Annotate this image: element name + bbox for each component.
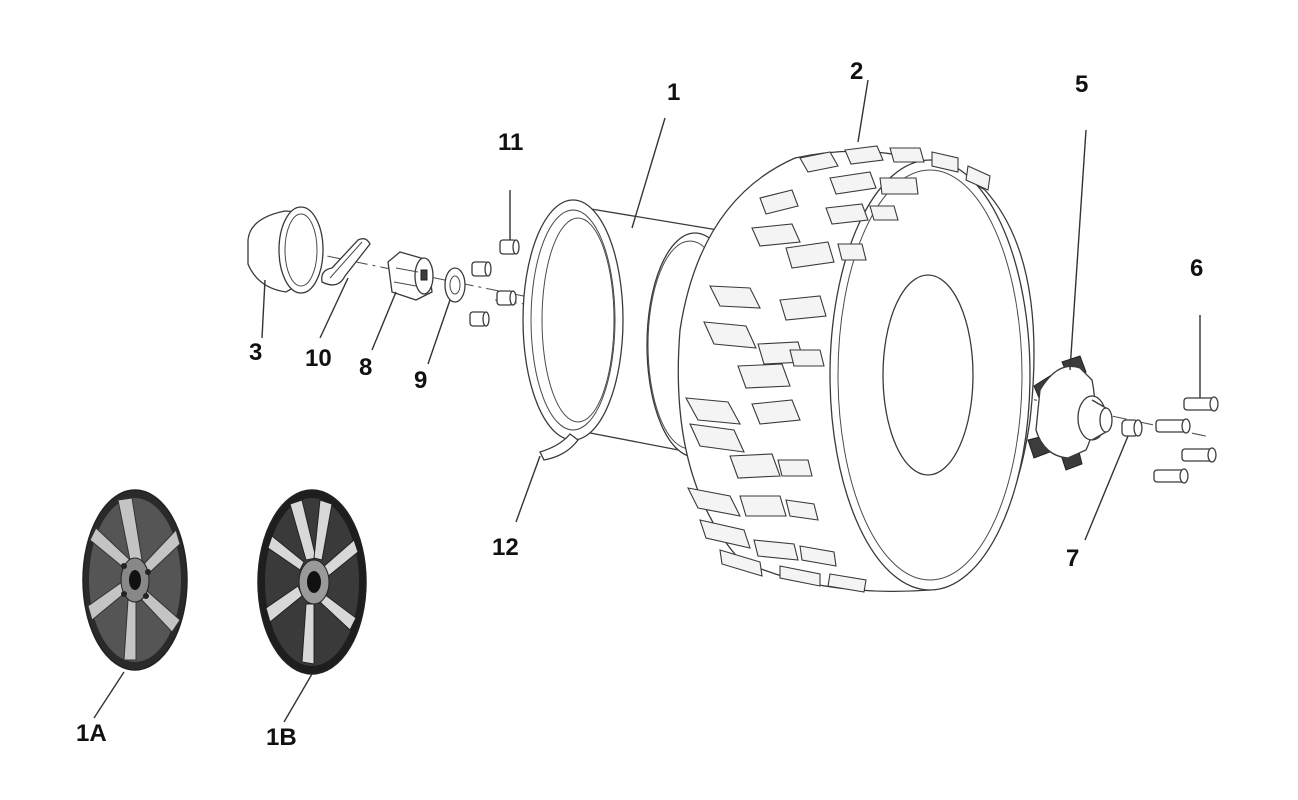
wheel-stud [1183,396,1219,412]
part-9-washer [444,267,466,303]
lug-nut [499,239,520,255]
callout-1b: 1B [266,724,297,751]
callout-7: 7 [1066,545,1079,572]
callout-8: 8 [359,354,372,381]
part-6-wheel-studs [1153,396,1219,484]
part-5-wheel-hub [1027,355,1113,471]
callout-2: 2 [850,58,863,85]
leader-1 [631,117,666,229]
part-8-castle-nut [387,251,434,301]
leader-lines [93,79,1201,723]
leader-1a [93,671,125,719]
callout-6: 6 [1190,255,1203,282]
callout-3: 3 [249,339,262,366]
leader-7 [1084,435,1129,541]
part-7-spacer [1121,419,1143,437]
callout-9: 9 [414,367,427,394]
wheel-stud [1153,468,1189,484]
part-1a-rim-variant [82,489,188,671]
callout-labels: 1 2 3 5 6 7 8 9 10 11 12 1A 1B [76,58,1203,751]
callout-10: 10 [305,345,332,372]
callout-11: 11 [498,129,523,156]
callout-1a: 1A [76,720,107,747]
leader-12 [515,455,541,523]
part-2-tire [677,145,1035,593]
leader-1b [283,673,313,723]
part-11-lug-nuts [469,239,520,327]
wheel-stud [1181,447,1217,463]
part-12-valve-stem [539,433,579,461]
leader-2 [857,79,869,143]
part-3-hub-cap [247,206,324,294]
lug-nut [496,290,517,306]
leader-10 [319,277,349,339]
part-10-cotter-pin [321,238,371,286]
part-1b-rim-variant [257,489,367,675]
leader-3 [261,279,266,339]
callout-12: 12 [492,534,519,561]
callout-1: 1 [667,79,680,106]
leader-8 [371,291,397,351]
wheel-stud [1155,418,1191,434]
lug-nut [471,261,492,277]
leader-5 [1069,129,1087,371]
callout-5: 5 [1075,71,1088,98]
leader-9 [427,299,451,365]
lug-nut [469,311,490,327]
